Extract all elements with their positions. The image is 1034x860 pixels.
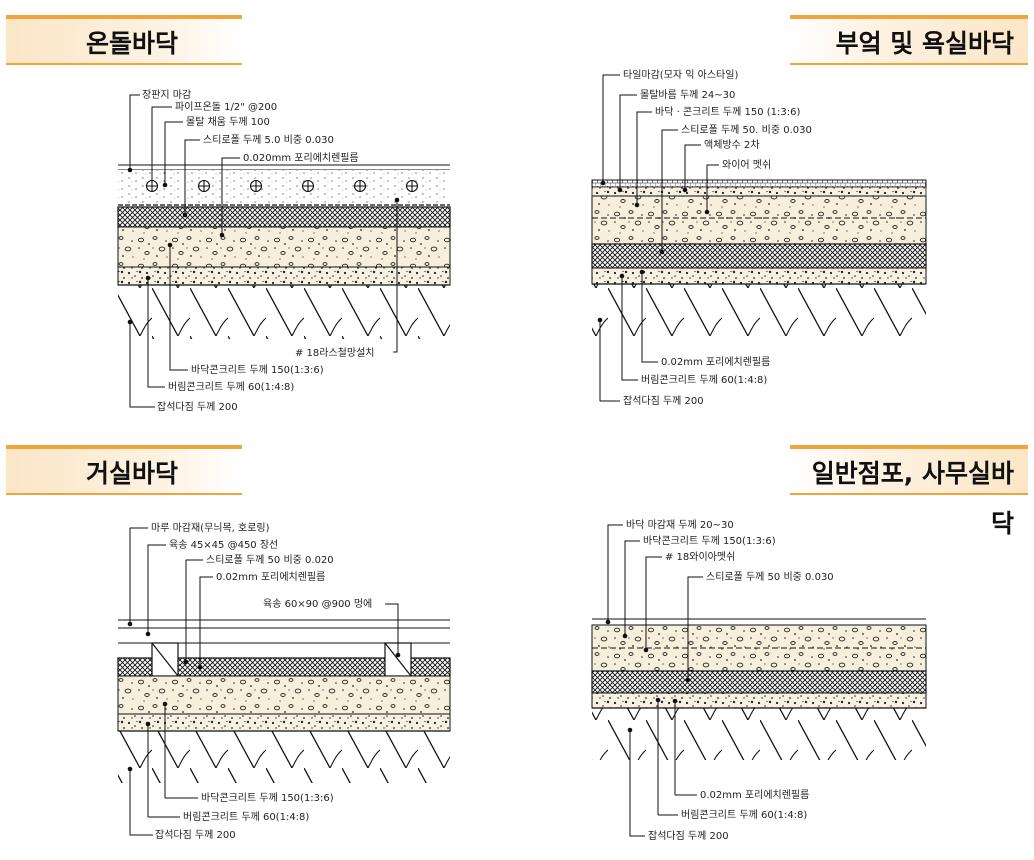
ondol-label-lath: # 18라스철망설치 <box>295 347 374 359</box>
living-label-lean: 버림콘크리트 두께 60(1:4:8) <box>183 811 309 823</box>
ondol-section: 장판지 마감 파이프온돌 1/2" @200 몰탈 채움 두께 100 스티로폴… <box>117 89 451 413</box>
ondol-label-gravel: 잡석다짐 두께 200 <box>157 401 238 413</box>
ondol-pipes <box>145 179 419 193</box>
kitchen-title: 부엌 및 욕실바닥 <box>790 15 1028 65</box>
ondol-label-lean: 버림콘크리트 두께 60(1:4:8) <box>168 381 294 393</box>
living-joists <box>151 642 412 677</box>
ondol-label-film: 0.020mm 포리에치렌필름 <box>243 152 359 164</box>
living-label-beam: 육송 60×90 @900 멍에 <box>263 598 372 610</box>
living-label-slab: 바닥콘크리트 두께 150(1:3:6) <box>201 792 334 804</box>
office-section: 바닥 마감재 두께 20~30 바닥콘크리트 두께 150(1:3:6) # 1… <box>591 519 927 842</box>
ondol-label-flooring: 장판지 마감 <box>142 89 191 101</box>
kitchen-label-tile: 타일마감(모자 익 아스타일) <box>623 69 738 81</box>
office-title: 일반점포, 사무실바닥 <box>790 445 1028 538</box>
ondol-label-styrofoam: 스티로폴 두께 5.0 비중 0.030 <box>203 134 334 146</box>
office-label-styrofoam: 스티로폴 두께 50 비중 0.030 <box>706 571 834 583</box>
office-label-slab: 바닥콘크리트 두께 150(1:3:6) <box>643 535 776 547</box>
living-label-film: 0.02mm 포리에치렌필름 <box>216 571 325 583</box>
office-label-film: 0.02mm 포리에치렌필름 <box>700 789 809 801</box>
kitchen-label-waterproof: 액체방수 2차 <box>704 139 760 151</box>
living-label-gravel: 잡석다짐 두께 200 <box>155 829 236 841</box>
kitchen-label-film: 0.02mm 포리에치렌필름 <box>661 356 770 368</box>
ondol-title: 온돌바닥 <box>6 15 242 65</box>
living-title: 거실바닥 <box>6 445 242 495</box>
kitchen-label-lean: 버림콘크리트 두께 60(1:4:8) <box>641 374 767 386</box>
living-label-flooring: 마루 마감재(무늬목, 호로링) <box>151 522 270 534</box>
kitchen-label-mesh: 와이어 멧쉬 <box>722 159 771 171</box>
office-label-mesh: # 18와이아멧쉬 <box>665 551 735 563</box>
living-label-joist: 육송 45×45 @450 장선 <box>169 539 278 551</box>
office-label-lean: 버림콘크리트 두께 60(1:4:8) <box>681 809 807 821</box>
office-label-gravel: 잡석다짐 두께 200 <box>648 830 729 842</box>
ondol-label-slab: 바닥콘크리트 두께 150(1:3:6) <box>191 364 324 376</box>
kitchen-label-mortar: 몰탈바름 두께 24~30 <box>640 88 735 101</box>
living-section: 마루 마감재(무늬목, 호로링) 육송 45×45 @450 장선 스티로폴 두… <box>117 522 451 841</box>
office-label-finish: 바닥 마감재 두께 20~30 <box>626 519 734 531</box>
living-label-styrofoam: 스티로폴 두께 50 비중 0.020 <box>206 554 334 566</box>
ondol-label-mortar: 몰탈 채움 두께 100 <box>186 115 270 128</box>
kitchen-label-slab: 바닥 · 콘크리트 두께 150 (1:3:6) <box>655 106 800 118</box>
kitchen-label-gravel: 잡석다짐 두께 200 <box>623 395 704 407</box>
kitchen-label-styrofoam: 스티로폴 두께 50. 비중 0.030 <box>681 124 812 136</box>
kitchen-section: 타일마감(모자 익 아스타일) 몰탈바름 두께 24~30 바닥 · 콘크리트 … <box>591 69 927 407</box>
ondol-label-pipe: 파이프온돌 1/2" @200 <box>175 101 277 113</box>
